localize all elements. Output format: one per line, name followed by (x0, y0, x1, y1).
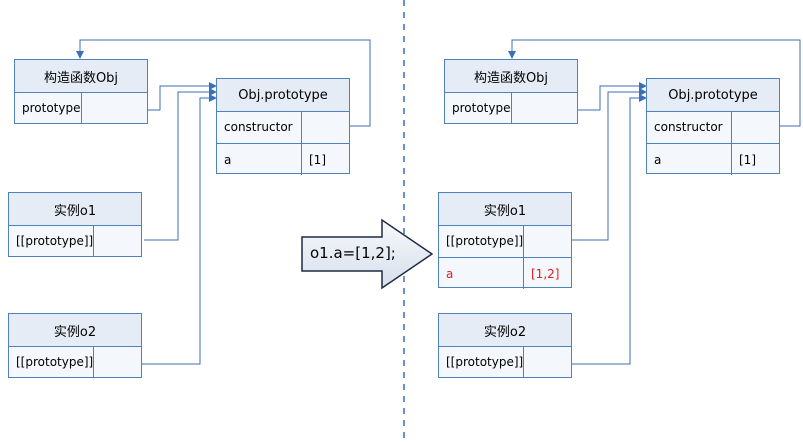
right-o1-box: 实例o1 [[prototype]] a [1,2] (438, 192, 572, 289)
right-o2-title: 实例o2 (439, 314, 571, 347)
right-prototype-box: Obj.prototype constructor a [1] (646, 78, 780, 175)
left-prototype-constructor-value (301, 111, 349, 143)
left-o1-box: 实例o1 [[prototype]] (8, 192, 142, 257)
right-prototype-constructor-value (731, 111, 779, 143)
right-o1-title: 实例o1 (439, 193, 571, 226)
left-o2-prototype-label: [[prototype]] (16, 355, 94, 369)
left-prototype-a-value: [1] (301, 144, 349, 175)
right-constructor-title: 构造函数Obj (445, 60, 577, 93)
left-constructor-link (76, 39, 371, 127)
right-constructor-box: 构造函数Obj prototype (444, 59, 578, 124)
right-o2-prototype-value (523, 346, 571, 378)
right-o1-a-value: [1,2] (523, 258, 571, 289)
left-constructor-prototype-value (81, 92, 147, 124)
right-o1-prototype-label: [[prototype]] (446, 234, 524, 248)
left-constructor-prototype-label: prototype (22, 101, 81, 115)
left-o1-prototype-label: [[prototype]] (16, 234, 94, 248)
right-o1-prototype-link (572, 88, 647, 241)
right-o2-box: 实例o2 [[prototype]] (438, 313, 572, 378)
right-constructor-link (508, 39, 801, 127)
right-prototype-title: Obj.prototype (647, 79, 779, 112)
right-o2-prototype-label: [[prototype]] (446, 355, 524, 369)
right-constructor-prototype-value (511, 92, 577, 124)
transition-arrow-label: o1.a=[1,2]; (310, 244, 396, 262)
left-constructor-title: 构造函数Obj (15, 60, 147, 93)
left-constructor-box: 构造函数Obj prototype (14, 59, 148, 124)
left-o1-prototype-link (144, 88, 217, 241)
left-prototype-box: Obj.prototype constructor a [1] (216, 78, 350, 175)
left-prototype-constructor-label: constructor (224, 120, 293, 134)
right-prototype-constructor-label: constructor (654, 120, 723, 134)
right-o1-prototype-value (523, 225, 571, 257)
left-o2-box: 实例o2 [[prototype]] (8, 313, 142, 378)
left-prototype-a-label: a (224, 152, 232, 167)
transition-arrow-shape (301, 218, 434, 290)
right-prototype-a-label: a (654, 152, 662, 167)
left-o2-prototype-value (93, 346, 141, 378)
right-o2-prototype-link (534, 94, 647, 365)
left-o1-prototype-value (93, 225, 141, 257)
right-prototype-a-value: [1] (731, 144, 779, 175)
left-o2-prototype-link (102, 94, 217, 365)
right-o1-a-label: a (446, 266, 454, 281)
left-o2-title: 实例o2 (9, 314, 141, 347)
left-prototype-title: Obj.prototype (217, 79, 349, 112)
left-o1-title: 实例o1 (9, 193, 141, 226)
right-constructor-prototype-label: prototype (452, 101, 511, 115)
